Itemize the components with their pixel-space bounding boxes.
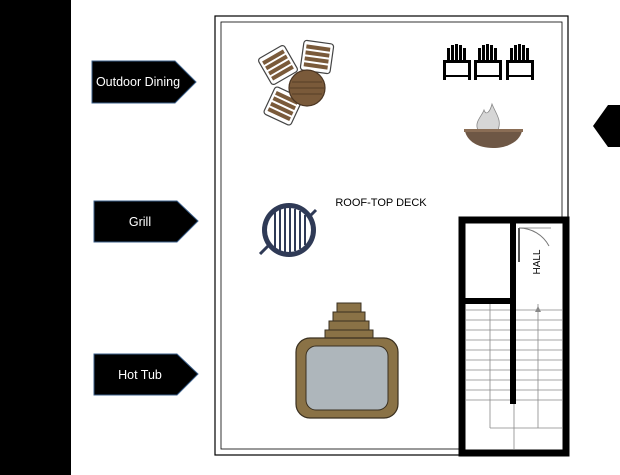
adirondack-chair-icon: [443, 44, 471, 80]
label-hot-tub[interactable]: Hot Tub: [93, 353, 199, 396]
stair-treads-left: [466, 304, 562, 429]
grill-icon: [258, 203, 318, 257]
landing-wall: [462, 298, 514, 304]
label-grill-text: Grill: [128, 214, 152, 229]
left-sidebar-bar: [0, 0, 71, 475]
label-grill-shape: [93, 200, 199, 243]
label-outdoor-dining-text: Outdoor Dining: [95, 75, 181, 89]
label-hot-tub-shape: [93, 353, 199, 396]
stair-divider-wall: [510, 220, 516, 404]
deck-title: ROOF-TOP DECK: [335, 197, 427, 209]
lounge-chairs-icon: [443, 44, 534, 80]
hot-tub-icon: [295, 302, 399, 419]
dining-table-icon: [288, 69, 326, 107]
label-outdoor-dining[interactable]: Outdoor Dining: [91, 60, 197, 104]
door-swing-icon: [518, 227, 551, 262]
hall-label: HALL: [532, 249, 543, 274]
dining-set-icon: [258, 39, 335, 126]
dining-chair-icon: [258, 45, 298, 85]
adirondack-chair-icon: [506, 44, 534, 80]
stair-hall-block: HALL: [458, 216, 570, 457]
adirondack-chair-icon: [474, 44, 502, 80]
label-hot-tub-text: Hot Tub: [118, 367, 162, 382]
fire-pit-icon: [464, 102, 523, 148]
dining-chair-icon: [299, 39, 335, 75]
label-outdoor-dining-shape: [91, 60, 197, 104]
stair-direction-arrow: [535, 306, 541, 312]
right-arrow-marker: [593, 105, 620, 147]
label-grill[interactable]: Grill: [93, 200, 199, 243]
